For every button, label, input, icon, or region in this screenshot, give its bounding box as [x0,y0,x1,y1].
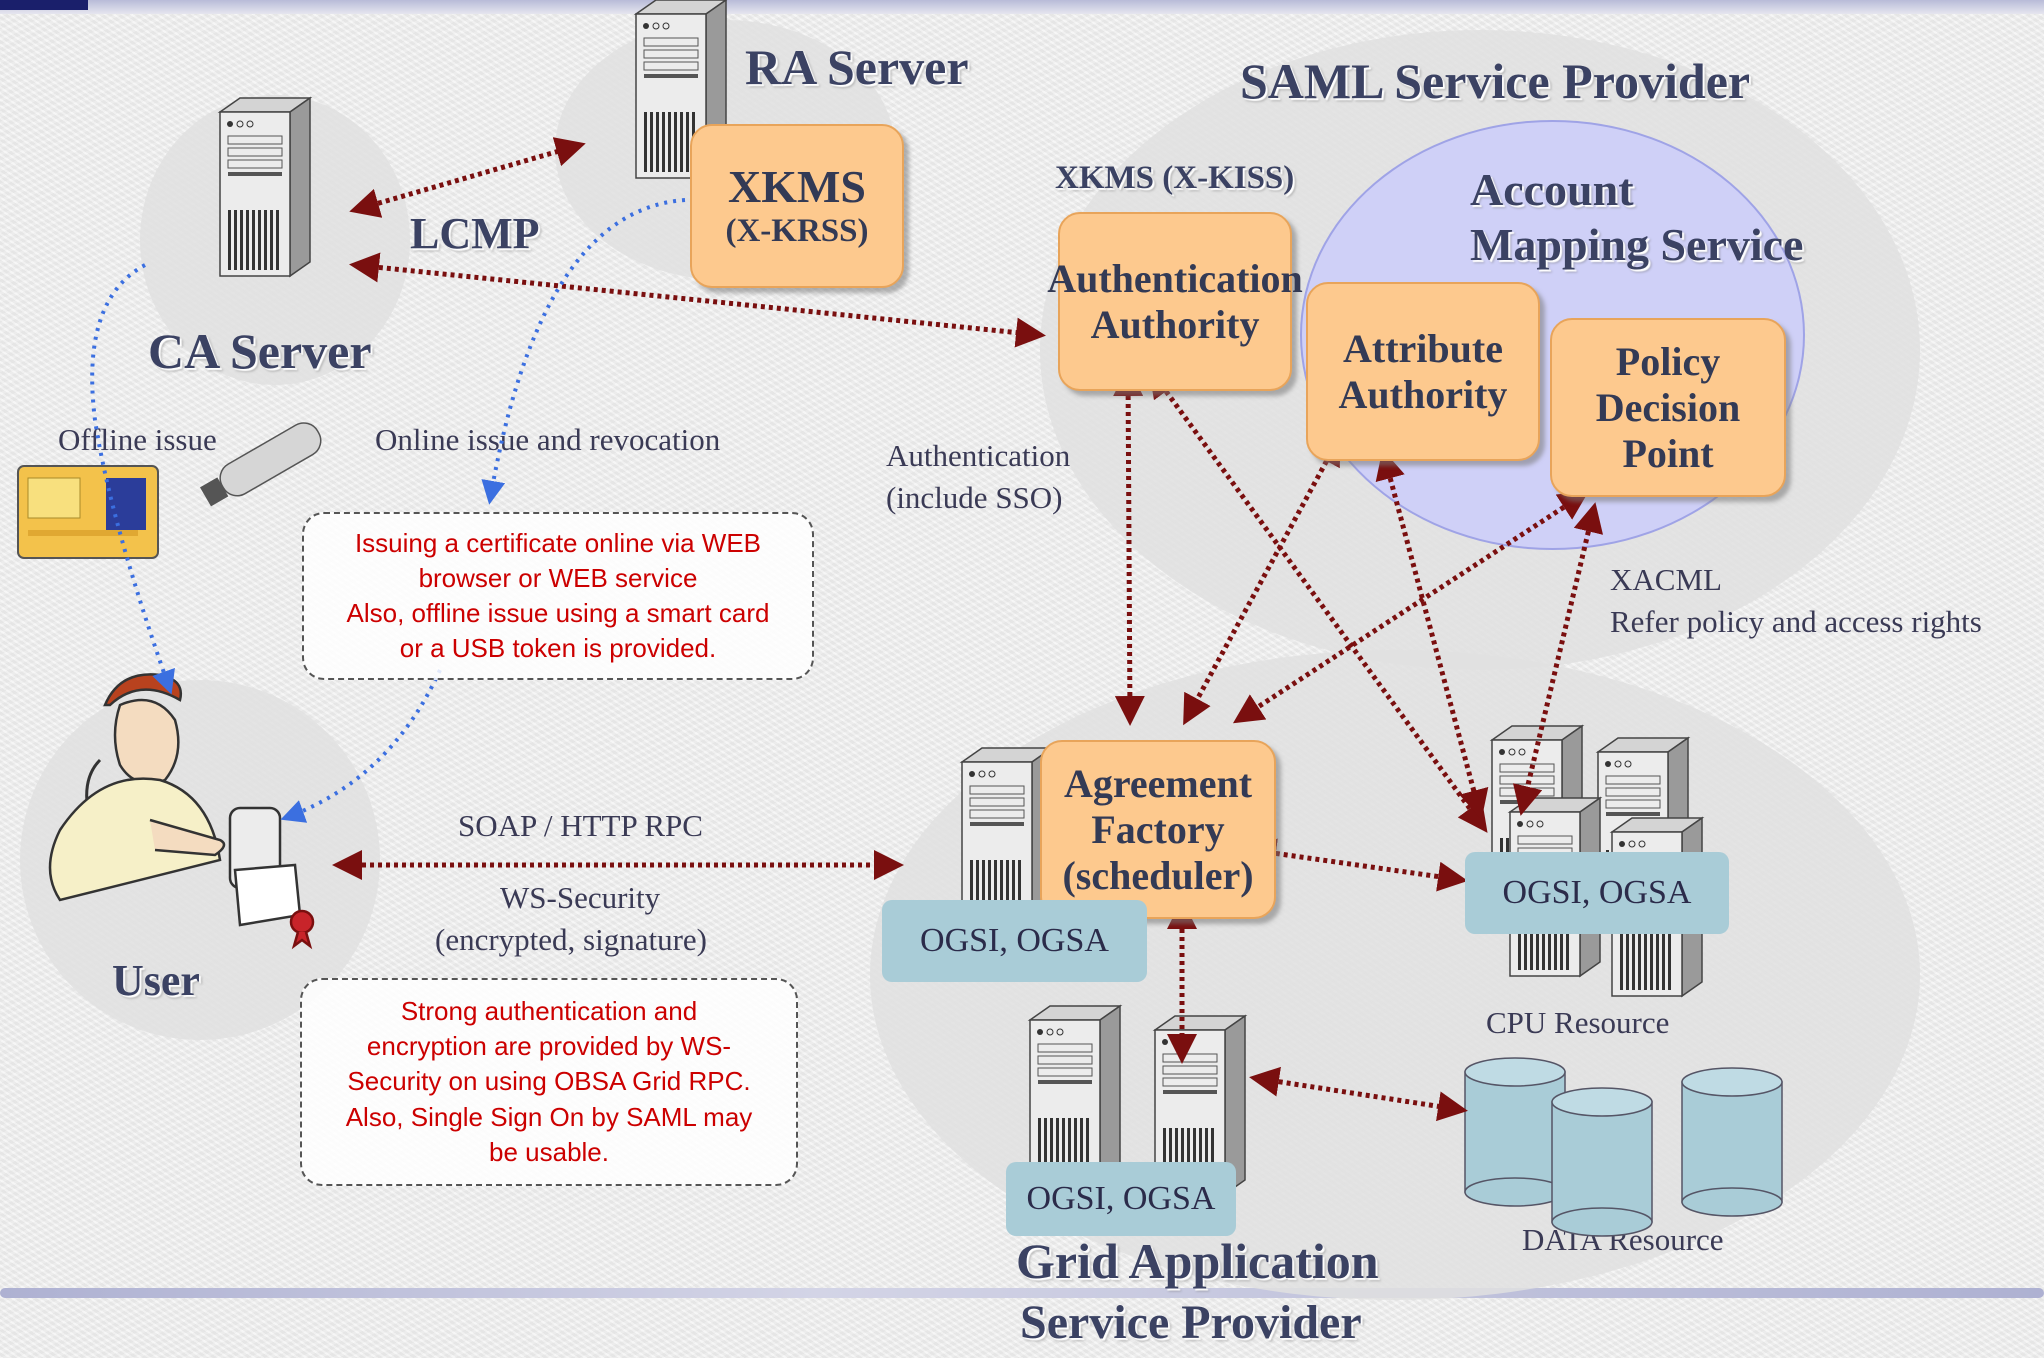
xacml-label: XACML [1610,562,1722,597]
connection-arrows [332,137,1604,1122]
cpu-resource-label: CPU Resource [1486,1005,1670,1040]
policy-decision-point-label: Policy Decision Point [1595,338,1741,476]
top-banner [0,0,2044,14]
corner-mark [0,0,88,10]
smart-card-icon [17,465,159,559]
xkms-kiss-label: XKMS (X-KISS) [1055,160,1295,196]
ra-server-label: RA Server [745,39,969,95]
grid-asp-label-2: Service Provider [1020,1296,1362,1349]
ogsi-ogsa-left-box[interactable]: OGSI, OGSA [882,900,1147,982]
grid-asp-label-1: Grid Application [1016,1233,1379,1289]
xkms-title: XKMS [728,160,866,212]
account-mapping-label-2: Mapping Service [1470,219,1804,270]
encrypted-label: (encrypted, signature) [435,922,707,957]
policy-decision-point-box[interactable]: Policy Decision Point [1550,318,1786,497]
saml-service-provider-label: SAML Service Provider [1240,53,1751,109]
ca-server-icon [219,97,311,277]
database-icon [1551,1087,1653,1237]
authentication-authority-box[interactable]: Authentication Authority [1047,212,1303,391]
xkms-box[interactable]: XKMS (X-KRSS) [690,124,904,288]
user-at-computer-icon [48,673,315,950]
ws-security-label: WS-Security [500,880,661,915]
user-label: User [112,956,200,1005]
ogsi-ogsa-right-box[interactable]: OGSI, OGSA [1465,852,1729,934]
refer-policy-label: Refer policy and access rights [1610,604,1982,639]
issuing-note-text: Issuing a certificate online via WEB bro… [346,527,770,664]
include-sso-label: (include SSO) [886,480,1063,515]
issuing-note: Issuing a certificate online via WEB bro… [302,512,814,680]
attribute-authority-box[interactable]: Attribute Authority [1306,282,1540,461]
database-icon [1681,1067,1783,1217]
ca-server-label: CA Server [148,323,372,379]
agreement-factory-box[interactable]: Agreement Factory (scheduler) [1040,740,1276,919]
agreement-factory-label: Agreement Factory (scheduler) [1062,760,1254,898]
authentication-authority-label: Authentication Authority [1047,255,1303,347]
authentication-label: Authentication [886,438,1071,473]
issue-arrows [90,198,686,823]
strong-auth-note: Strong authentication and encryption are… [300,978,798,1186]
attribute-authority-label: Attribute Authority [1338,325,1508,417]
strong-auth-note-text: Strong authentication and encryption are… [345,996,753,1167]
offline-issue-label: Offline issue [58,422,217,457]
usb-token-icon [200,422,322,507]
database-icon [1464,1057,1566,1207]
online-issue-label: Online issue and revocation [375,422,721,457]
soap-label: SOAP / HTTP RPC [458,808,703,843]
ogsi-ogsa-bottom-box[interactable]: OGSI, OGSA [1006,1162,1236,1236]
account-mapping-label-1: Account [1470,164,1634,215]
bottom-banner [0,1288,2044,1298]
grid-server-icon [1029,1005,1121,1185]
xkms-subtitle: (X-KRSS) [725,213,869,250]
